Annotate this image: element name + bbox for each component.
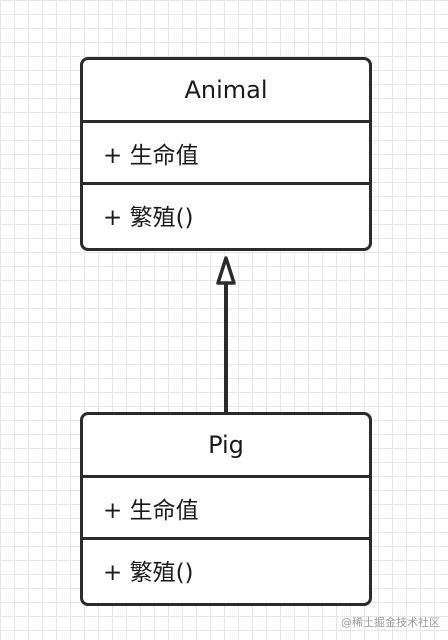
class-methods: + 繁殖() bbox=[83, 537, 369, 600]
class-box-animal[interactable]: Animal + 生命值 + 繁殖() bbox=[80, 57, 372, 251]
class-name: Pig bbox=[208, 431, 244, 459]
watermark: @稀土掘金技术社区 bbox=[341, 616, 440, 629]
class-attributes: + 生命值 bbox=[83, 475, 369, 537]
class-name: Animal bbox=[184, 76, 268, 104]
class-attributes: + 生命值 bbox=[83, 120, 369, 182]
class-methods: + 繁殖() bbox=[83, 182, 369, 245]
inheritance-arrowhead bbox=[216, 256, 236, 285]
class-box-pig[interactable]: Pig + 生命值 + 繁殖() bbox=[80, 412, 372, 606]
